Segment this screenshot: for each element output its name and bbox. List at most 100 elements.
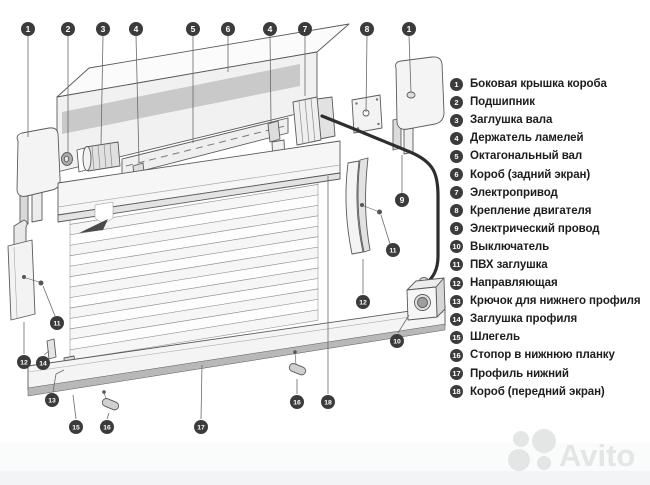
callout-9: 9 [395, 193, 409, 207]
legend-item-label: Держатель ламелей [470, 132, 584, 145]
svg-text:16: 16 [293, 399, 301, 406]
part-box-back-screen [56, 23, 350, 173]
legend-item: 1 Боковая крышка короба [450, 75, 650, 93]
legend-item-label: Электропривод [470, 186, 558, 199]
callout-4: 4 [263, 22, 277, 36]
legend-item-label: Выключатель [470, 240, 550, 253]
legend-item-label: Направляющая [470, 277, 558, 290]
legend-item-label: Электрический провод [470, 222, 600, 235]
svg-text:11: 11 [389, 247, 396, 254]
legend-item-label: Октагональный вал [470, 150, 583, 163]
legend-item: 16 Стопор в нижнюю планку [450, 346, 650, 364]
svg-text:3: 3 [101, 24, 106, 34]
callout-1: 1 [402, 22, 416, 36]
legend-item-label: Профиль нижний [470, 367, 569, 380]
callout-leader-lines [23, 35, 412, 420]
legend-item-number: 11 [450, 258, 463, 272]
legend-item: 7 Электропривод [450, 184, 650, 202]
legend-item-label: Шлегель [470, 331, 520, 344]
part-octagonal-shaft [121, 117, 289, 177]
legend-item-label: Заглушка профиля [470, 313, 578, 326]
callout-4: 4 [129, 22, 143, 36]
legend-item-number: 5 [450, 149, 463, 163]
legend-item-number: 8 [450, 204, 463, 218]
legend-item: 14 Заглушка профиля [450, 310, 650, 328]
legend-item-label: Подшипник [470, 96, 535, 109]
legend-item: 5 Октагональный вал [450, 147, 650, 165]
part-bottom-profile [27, 305, 446, 397]
svg-text:9: 9 [400, 195, 405, 205]
svg-text:12: 12 [20, 359, 28, 366]
insertion-arrow [79, 201, 114, 233]
svg-text:17: 17 [197, 424, 205, 431]
callout-16: 16 [100, 420, 114, 434]
legend-item-number: 12 [450, 276, 463, 290]
bottom-band-edge [0, 471, 650, 485]
legend-item-label: Короб (передний экран) [470, 385, 605, 398]
svg-text:14: 14 [39, 360, 47, 367]
callout-5: 5 [186, 22, 200, 36]
legend-item-number: 6 [450, 168, 463, 182]
svg-text:7: 7 [303, 24, 308, 34]
legend-item-number: 1 [450, 77, 463, 91]
part-side-cover-right [392, 56, 445, 155]
part-electric-cable [320, 114, 440, 285]
part-guide-rail-left [7, 219, 44, 321]
callout-3: 3 [96, 22, 110, 36]
legend-item: 2 Подшипник [450, 93, 650, 111]
legend-item-label: Крючок для нижнего профиля [470, 295, 641, 308]
legend-item-number: 7 [450, 186, 463, 200]
legend-item-number: 14 [450, 312, 463, 326]
part-motor-mount-plate [351, 94, 383, 134]
legend-item-number: 16 [450, 348, 463, 362]
avito-watermark-text: Avito [559, 438, 635, 473]
callout-12: 12 [17, 355, 31, 369]
part-motor [292, 96, 336, 146]
callout-12: 12 [356, 295, 370, 309]
legend-item-label: Крепление двигателя [470, 204, 592, 217]
callout-2: 2 [61, 22, 75, 36]
svg-text:18: 18 [324, 399, 332, 406]
svg-text:2: 2 [66, 24, 71, 34]
svg-text:10: 10 [393, 338, 401, 345]
svg-text:6: 6 [226, 24, 231, 34]
part-box-front-screen [57, 140, 341, 223]
svg-text:13: 13 [48, 397, 56, 404]
legend-item-number: 13 [450, 294, 463, 308]
callout-1: 1 [21, 22, 35, 36]
part-switch [406, 277, 446, 321]
legend-item: 18 Короб (передний экран) [450, 383, 650, 401]
legend-item-number: 18 [450, 385, 463, 399]
callout-14: 14 [36, 356, 50, 370]
legend-item-number: 2 [450, 95, 463, 109]
avito-watermark: Avito [503, 426, 648, 479]
legend-item: 11 ПВХ заглушка [450, 256, 650, 274]
part-stopper-pin-left [101, 390, 120, 411]
legend-item-label: Короб (задний экран) [470, 168, 591, 181]
callout-10: 10 [390, 334, 404, 348]
svg-text:1: 1 [26, 24, 31, 34]
svg-text:16: 16 [103, 424, 111, 431]
svg-text:11: 11 [53, 320, 60, 327]
legend-item-label: Боковая крышка короба [470, 78, 607, 91]
legend-item-label: ПВХ заглушка [470, 258, 548, 271]
callout-17: 17 [194, 420, 208, 434]
callout-13: 13 [45, 393, 59, 407]
svg-text:4: 4 [268, 24, 273, 34]
callout-7: 7 [298, 22, 312, 36]
part-side-cover-left [16, 127, 61, 227]
avito-logo-icon [508, 429, 556, 471]
callout-8: 8 [360, 22, 374, 36]
legend-item-label: Стопор в нижнюю планку [470, 349, 615, 362]
svg-text:5: 5 [191, 24, 196, 34]
svg-text:15: 15 [72, 424, 80, 431]
legend-item-label: Заглушка вала [470, 114, 553, 127]
svg-text:1: 1 [407, 24, 412, 34]
